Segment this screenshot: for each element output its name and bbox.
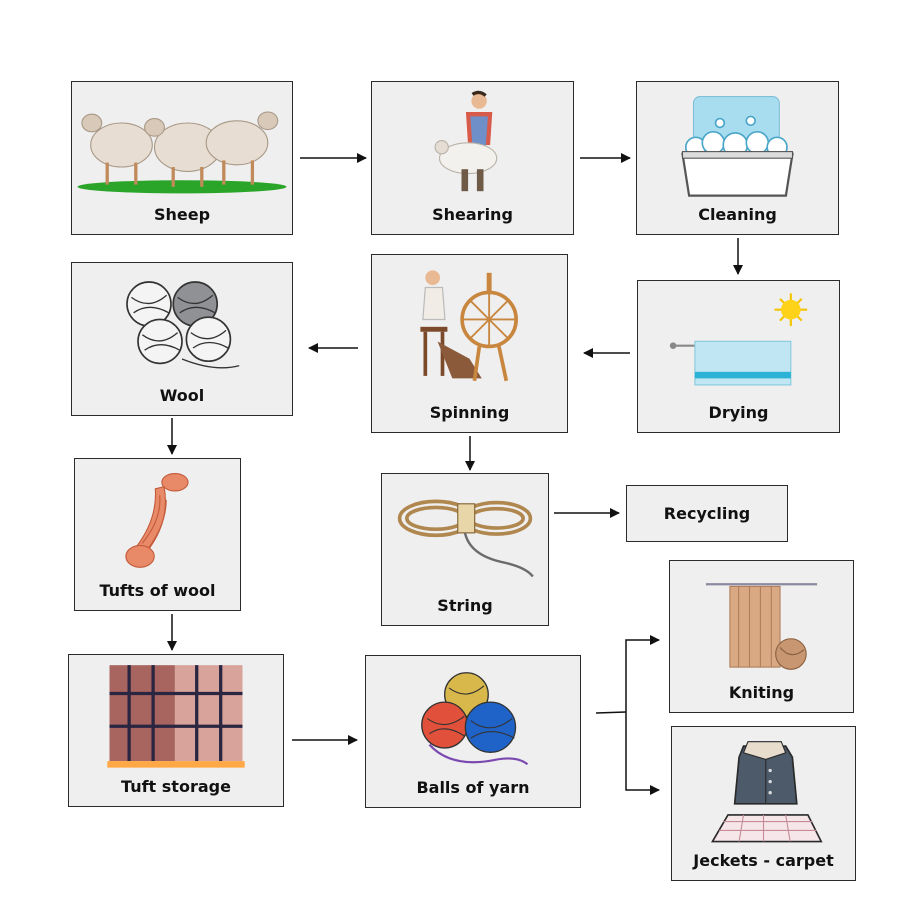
yarn-balls-icon xyxy=(366,664,580,773)
shearing-icon xyxy=(372,90,573,200)
node-label: String xyxy=(437,596,493,615)
coat-carpet-icon xyxy=(672,735,855,846)
arrow-yarn-split xyxy=(595,711,627,714)
node-knitting: Kniting xyxy=(669,560,854,713)
node-cleaning: Cleaning xyxy=(636,81,839,235)
spinning-wheel-icon xyxy=(372,263,567,398)
node-shearing: Shearing xyxy=(371,81,574,235)
node-label: Wool xyxy=(159,386,205,405)
node-label: Jeckets - carpet xyxy=(693,851,834,870)
node-yarn: Balls of yarn xyxy=(365,655,581,808)
node-label: Recycling xyxy=(663,504,751,523)
knitting-icon xyxy=(670,569,853,678)
node-tufts: Tufts of wool xyxy=(74,458,241,611)
node-label: Spinning xyxy=(429,403,510,422)
node-label: Sheep xyxy=(153,205,211,224)
node-wool: Wool xyxy=(71,262,293,416)
node-spinning: Spinning xyxy=(371,254,568,433)
arrow-yarn-to-knitting xyxy=(625,635,660,712)
node-label: Tufts of wool xyxy=(99,581,216,600)
node-jackets: Jeckets - carpet xyxy=(671,726,856,881)
node-storage: Tuft storage xyxy=(68,654,284,807)
node-sheep: Sheep xyxy=(71,81,293,235)
string-coil-icon xyxy=(382,482,548,591)
node-label: Cleaning xyxy=(698,205,777,224)
wool-balls-icon xyxy=(72,271,292,381)
sheep-icon xyxy=(72,90,292,200)
node-string: String xyxy=(381,473,549,626)
node-label: Tuft storage xyxy=(121,777,231,796)
arrow-yarn-to-jackets xyxy=(625,712,660,795)
pallet-storage-icon xyxy=(69,663,283,772)
node-label: Kniting xyxy=(728,683,795,702)
node-drying: Drying xyxy=(637,280,840,433)
towel-sun-icon xyxy=(638,289,839,398)
washing-tub-icon xyxy=(637,90,838,200)
node-label: Shearing xyxy=(432,205,513,224)
node-label: Balls of yarn xyxy=(416,778,530,797)
node-label: Drying xyxy=(708,403,769,422)
wool-skein-icon xyxy=(75,467,240,576)
node-recycling: Recycling xyxy=(626,485,788,542)
